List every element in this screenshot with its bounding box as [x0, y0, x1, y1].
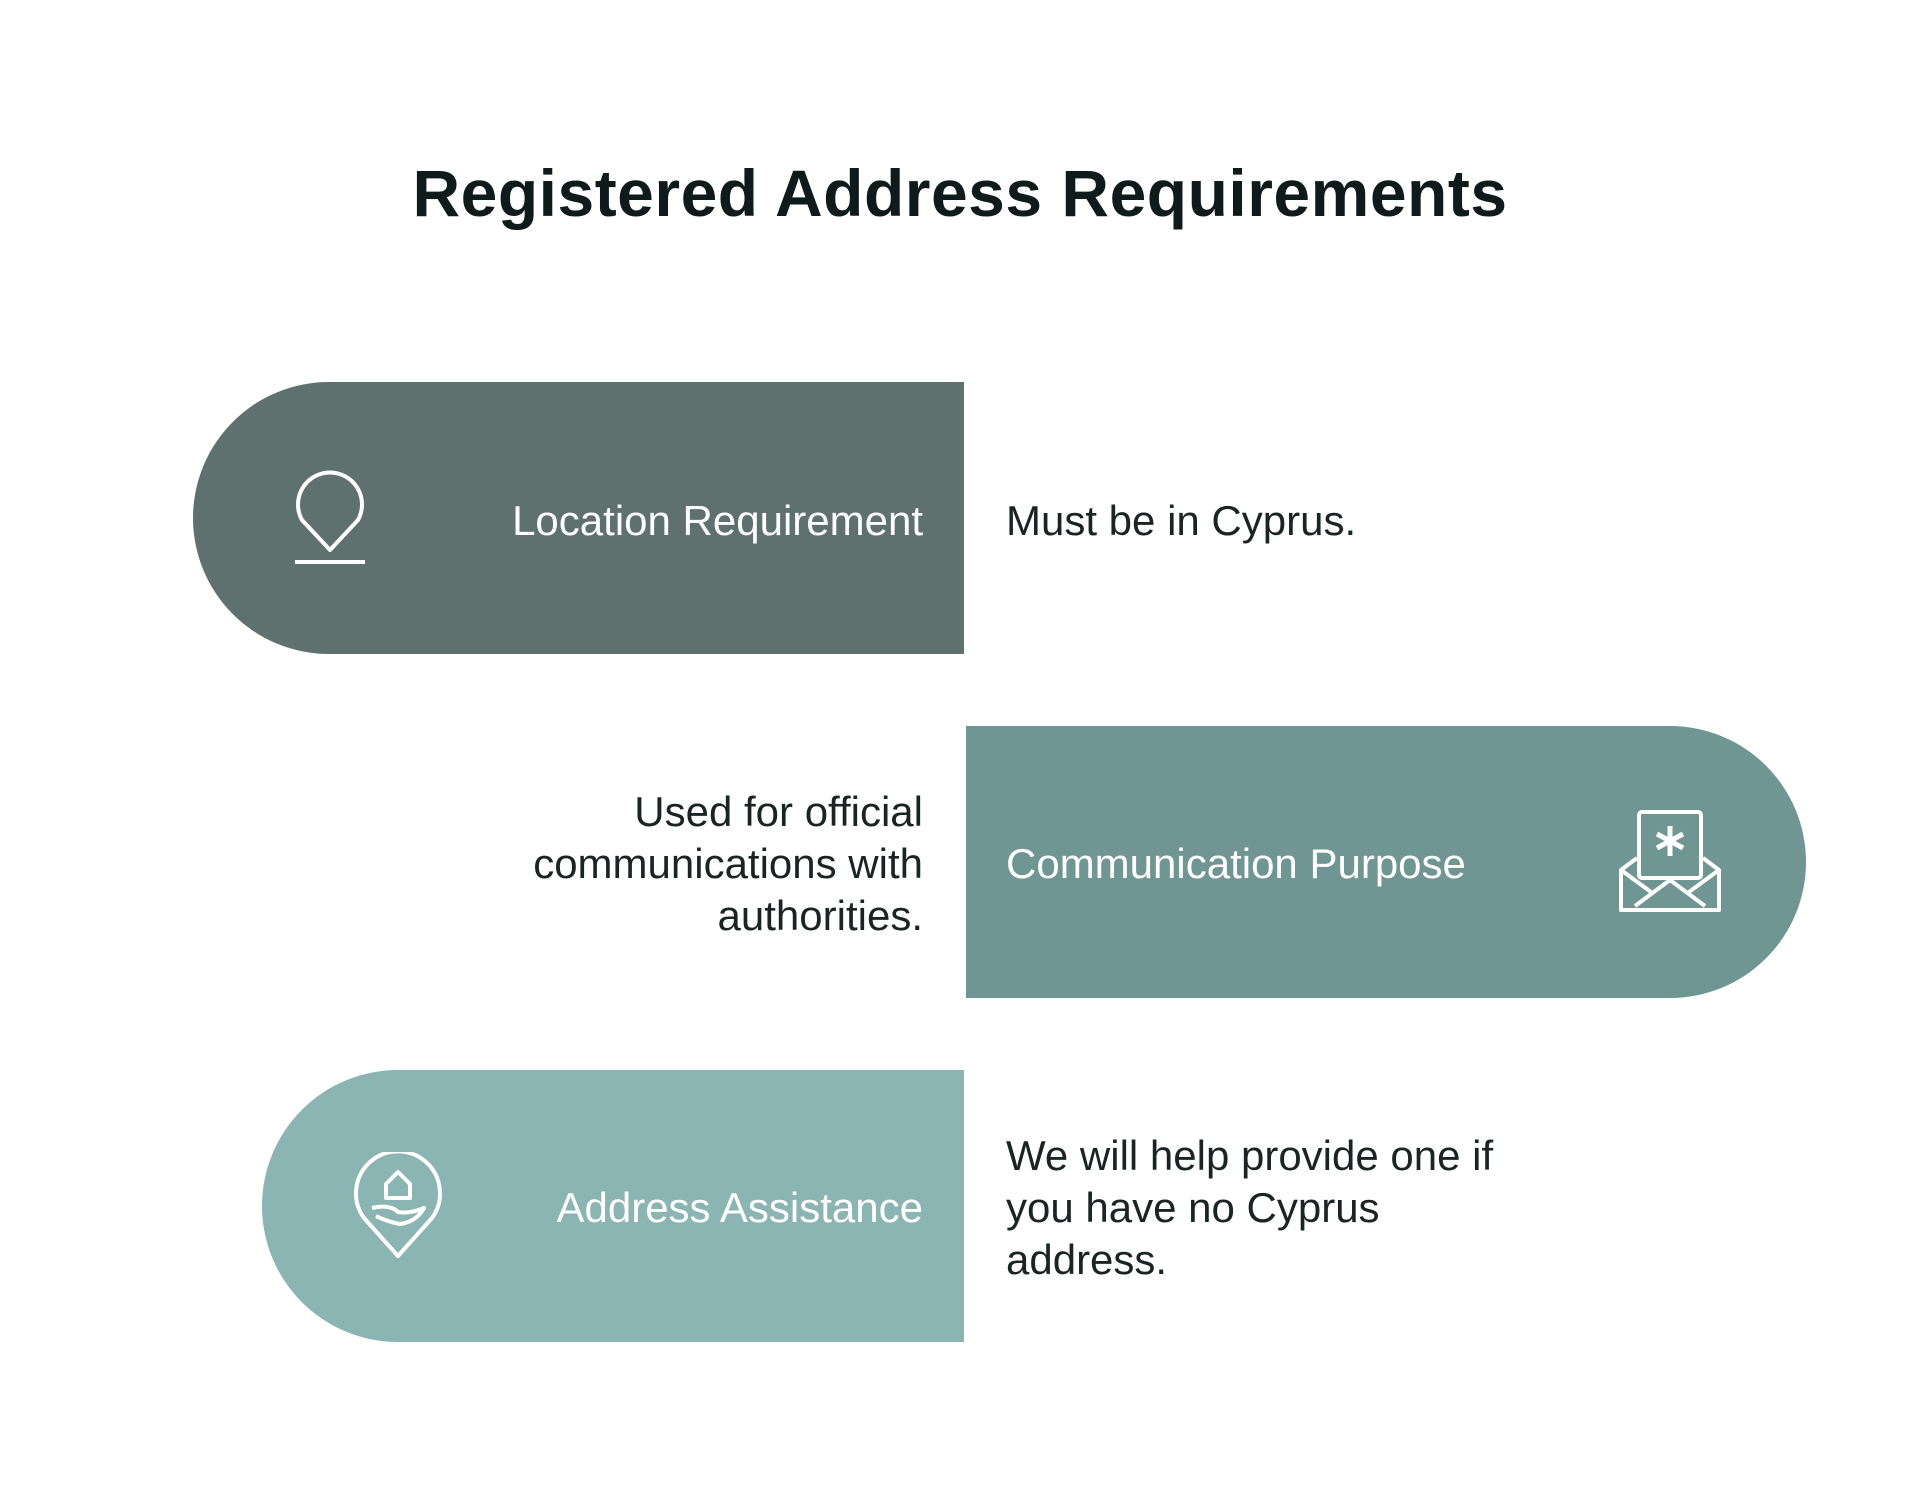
- home-in-hand-pin-icon: [354, 1152, 442, 1258]
- description-line: authorities.: [717, 892, 923, 939]
- description-line: you have no Cyprus: [1006, 1184, 1380, 1231]
- description-line: communications with: [533, 840, 923, 887]
- description-line: address.: [1006, 1236, 1168, 1283]
- location-requirement-description: Must be in Cyprus.: [1006, 497, 1357, 544]
- page-title: Registered Address Requirements: [412, 156, 1508, 230]
- communication-purpose-card: [966, 726, 1806, 998]
- description-line: We will help provide one if: [1006, 1132, 1494, 1179]
- location-requirement-label: Location Requirement: [512, 497, 923, 544]
- location-requirement-card: [193, 382, 964, 654]
- description-line: Used for official: [634, 788, 923, 835]
- map-pin-icon: [295, 470, 365, 564]
- communication-purpose-label: Communication Purpose: [1006, 840, 1466, 887]
- address-assistance-description: We will help provide one if you have no …: [1006, 1130, 1493, 1286]
- address-assistance-label: Address Assistance: [556, 1184, 923, 1231]
- open-envelope-icon: [1619, 810, 1721, 912]
- communication-purpose-description: Used for official communications with au…: [533, 786, 923, 942]
